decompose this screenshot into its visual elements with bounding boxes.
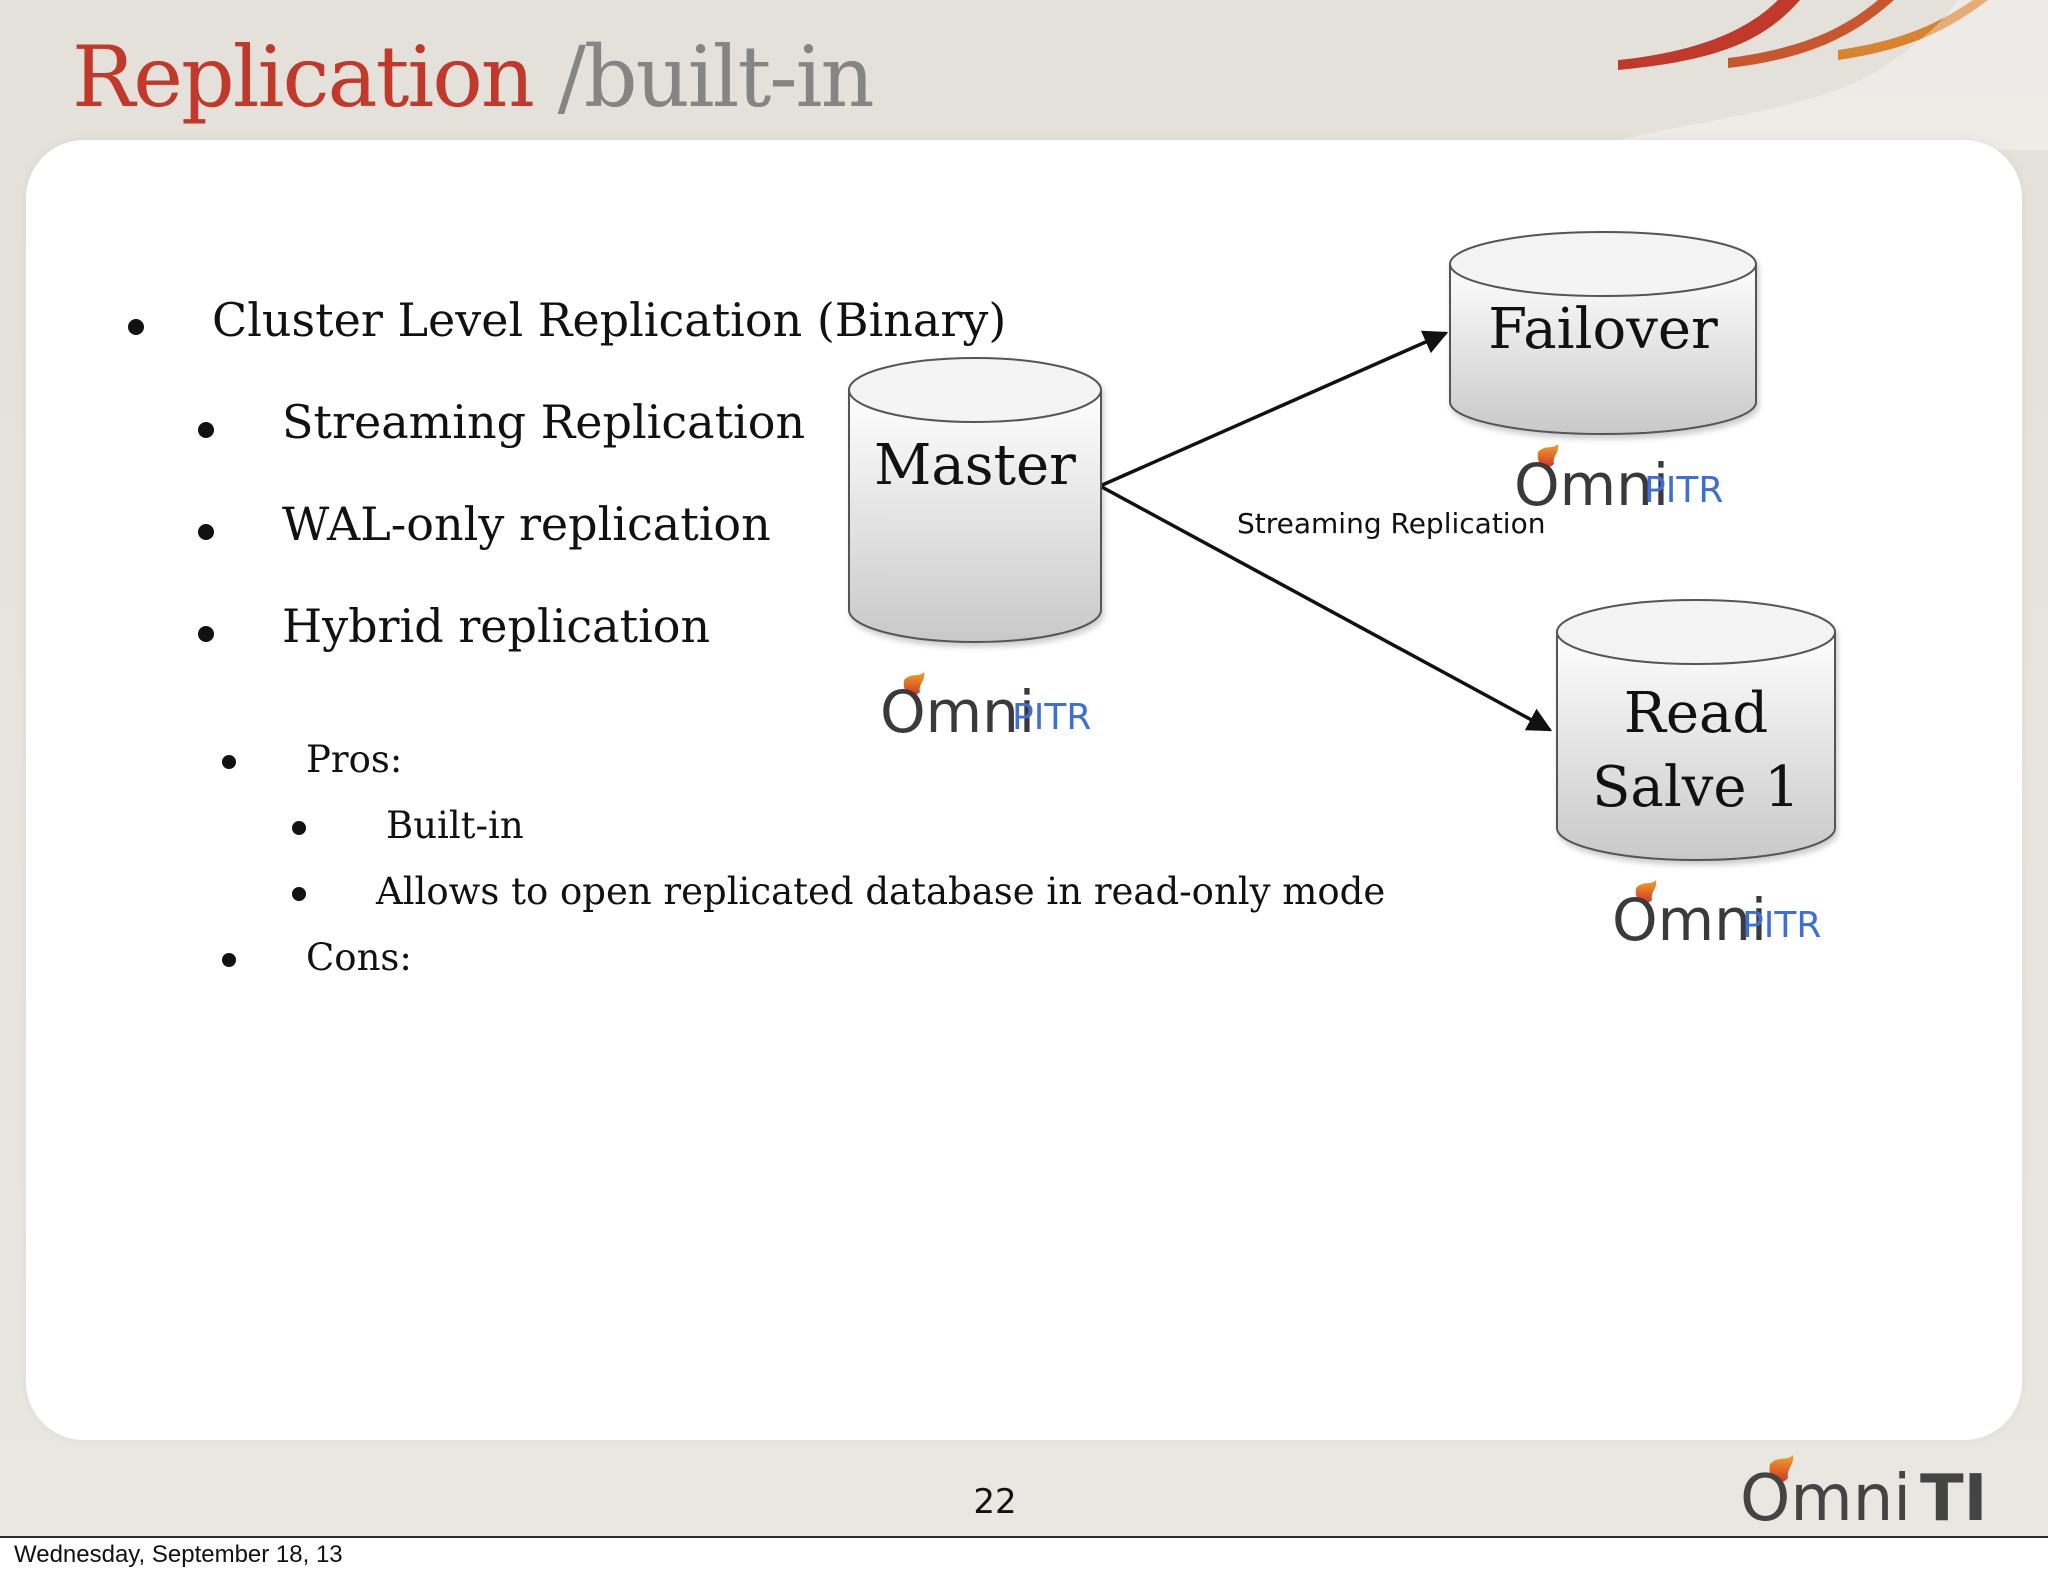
bullet-cons: Cons: <box>306 936 412 979</box>
failover-db-node <box>1449 231 1757 435</box>
edge-master-failover <box>1099 330 1449 488</box>
master-label: Master <box>874 433 1076 498</box>
edge-label-streaming: Streaming Replication <box>1237 507 1545 540</box>
omni-text: Omni <box>1740 1462 1911 1536</box>
bullet-dot <box>292 887 306 901</box>
omni-text: Omni <box>1514 451 1669 519</box>
pitr-text: PITR <box>1012 697 1091 738</box>
omni-text: Omni <box>1612 886 1767 954</box>
bullet-dot <box>198 524 214 540</box>
ti-text: TI <box>1920 1462 1987 1536</box>
title-sub: /built-in <box>532 28 875 126</box>
failover-label: Failover <box>1488 297 1718 362</box>
pitr-text: PITR <box>1742 905 1821 946</box>
bullet-cluster: Cluster Level Replication (Binary) <box>212 293 1007 347</box>
omni-text: Omni <box>880 678 1035 746</box>
read-slave-label-line2: Salve 1 <box>1592 755 1800 820</box>
omnipitr-logo-read-slave: Omni PITR <box>1612 880 1821 954</box>
master-db-node <box>848 357 1102 643</box>
bullet-pros: Pros: <box>306 738 403 781</box>
bullet-builtin: Built-in <box>386 804 524 847</box>
omnipitr-logo-failover: Omni PITR <box>1514 444 1723 519</box>
bullet-allows: Allows to open replicated database in re… <box>376 870 1386 913</box>
bullet-wal: WAL-only replication <box>282 497 771 551</box>
bullet-dot <box>128 319 144 335</box>
bullet-dot <box>198 626 214 642</box>
slide-title: Replication /built-in <box>72 28 875 126</box>
decorative-swoosh <box>1578 0 2048 150</box>
read-slave-db-node <box>1556 599 1836 861</box>
omniti-brand-logo: Omni TI <box>1740 1455 1987 1536</box>
omnipitr-logo-master: Omni PITR <box>880 672 1091 746</box>
pitr-text: PITR <box>1644 470 1723 511</box>
footer-date: Wednesday, September 18, 13 <box>14 1541 343 1568</box>
edge-master-read-slave <box>1099 484 1553 732</box>
slide: Replication /built-in Cluster Level Repl… <box>0 0 2048 1536</box>
bullet-dot <box>292 821 306 835</box>
page-number: 22 <box>973 1482 1017 1522</box>
title-main: Replication <box>72 28 535 126</box>
bullet-dot <box>222 953 236 967</box>
slide-divider <box>0 1536 2048 1538</box>
bullet-dot <box>222 755 236 769</box>
bullet-streaming: Streaming Replication <box>282 395 806 449</box>
bullet-dot <box>198 422 214 438</box>
bullet-hybrid: Hybrid replication <box>282 599 711 653</box>
replication-diagram: Streaming Replication Master Failover Re… <box>848 231 1987 1536</box>
read-slave-label-line1: Read <box>1624 681 1769 746</box>
